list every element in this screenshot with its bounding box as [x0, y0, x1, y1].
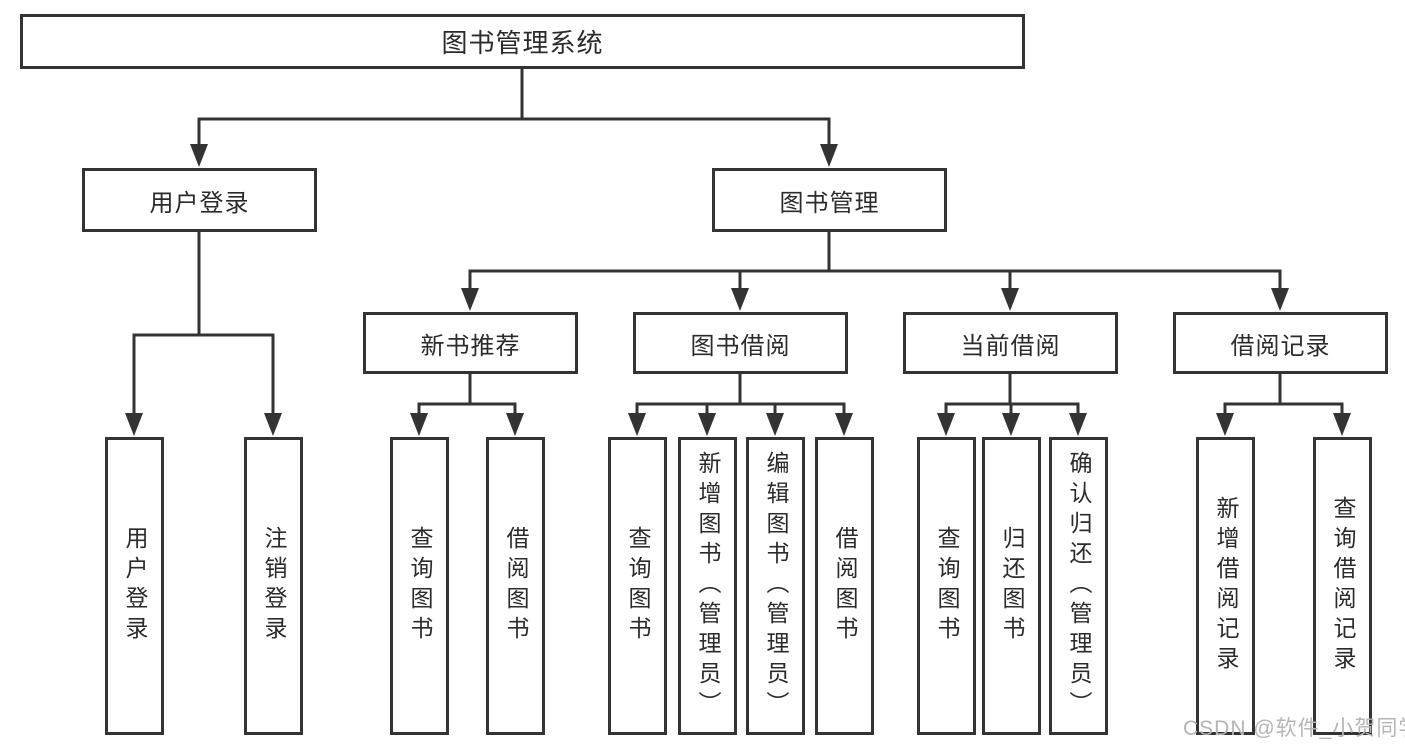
leaf-edit-books-admin: 编辑图书（管理员）: [746, 437, 805, 735]
leaf-add-borrow-record-label: 新增借阅记录: [1213, 496, 1239, 676]
node-root-label: 图书管理系统: [441, 28, 604, 58]
connector-borrow-records-children: [1216, 373, 1351, 436]
connector-book-management-children: [461, 231, 1289, 311]
node-book-borrow: 图书借阅: [633, 312, 848, 374]
connector-user-login-children: [125, 231, 282, 436]
node-root: 图书管理系统: [20, 14, 1025, 69]
node-user-login: 用户登录: [82, 168, 317, 232]
node-new-book-recommend-label: 新书推荐: [420, 332, 521, 360]
leaf-add-borrow-record: 新增借阅记录: [1196, 437, 1255, 735]
node-current-borrow-label: 当前借阅: [960, 332, 1061, 360]
leaf-confirm-return-admin-label: 确认归还（管理员）: [1066, 451, 1092, 721]
leaf-borrow-books-recommend-label: 借阅图书: [503, 526, 529, 646]
connector-new-book-recommend-children: [410, 373, 524, 436]
leaf-query-books-current-label: 查询图书: [934, 526, 960, 646]
leaf-return-books: 归还图书: [982, 437, 1041, 735]
leaf-logout-label: 注销登录: [261, 526, 287, 646]
leaf-return-books-label: 归还图书: [999, 526, 1025, 646]
leaf-edit-books-admin-label: 编辑图书（管理员）: [763, 451, 789, 721]
leaf-query-books-borrow-label: 查询图书: [625, 526, 651, 646]
leaf-query-books-borrow: 查询图书: [608, 437, 667, 735]
node-current-borrow: 当前借阅: [903, 312, 1118, 374]
node-book-management-label: 图书管理: [779, 189, 880, 217]
node-borrow-records-label: 借阅记录: [1230, 332, 1331, 360]
node-book-borrow-label: 图书借阅: [690, 332, 791, 360]
leaf-query-books-recommend: 查询图书: [390, 437, 449, 735]
node-new-book-recommend: 新书推荐: [363, 312, 578, 374]
node-book-management: 图书管理: [712, 168, 947, 232]
leaf-query-borrow-record-label: 查询借阅记录: [1330, 496, 1356, 676]
connector-current-borrow-children: [937, 373, 1087, 436]
leaf-confirm-return-admin: 确认归还（管理员）: [1049, 437, 1108, 735]
connector-root-to-level2: [190, 68, 838, 167]
leaf-query-books-current: 查询图书: [917, 437, 976, 735]
leaf-query-books-recommend-label: 查询图书: [407, 526, 433, 646]
leaf-logout: 注销登录: [244, 437, 303, 735]
leaf-query-borrow-record: 查询借阅记录: [1313, 437, 1372, 735]
node-user-login-label: 用户登录: [149, 189, 250, 217]
leaf-borrow-books-label: 借阅图书: [832, 526, 858, 646]
leaf-borrow-books-recommend: 借阅图书: [486, 437, 545, 735]
leaf-add-books-admin: 新增图书（管理员）: [678, 437, 737, 735]
connector-book-borrow-children: [628, 373, 853, 436]
leaf-user-login: 用户登录: [105, 437, 164, 735]
leaf-borrow-books: 借阅图书: [815, 437, 874, 735]
leaf-add-books-admin-label: 新增图书（管理员）: [695, 451, 721, 721]
leaf-user-login-label: 用户登录: [122, 526, 148, 646]
node-borrow-records: 借阅记录: [1173, 312, 1388, 374]
watermark: CSDN @软件_小贺同学: [1183, 717, 1405, 740]
